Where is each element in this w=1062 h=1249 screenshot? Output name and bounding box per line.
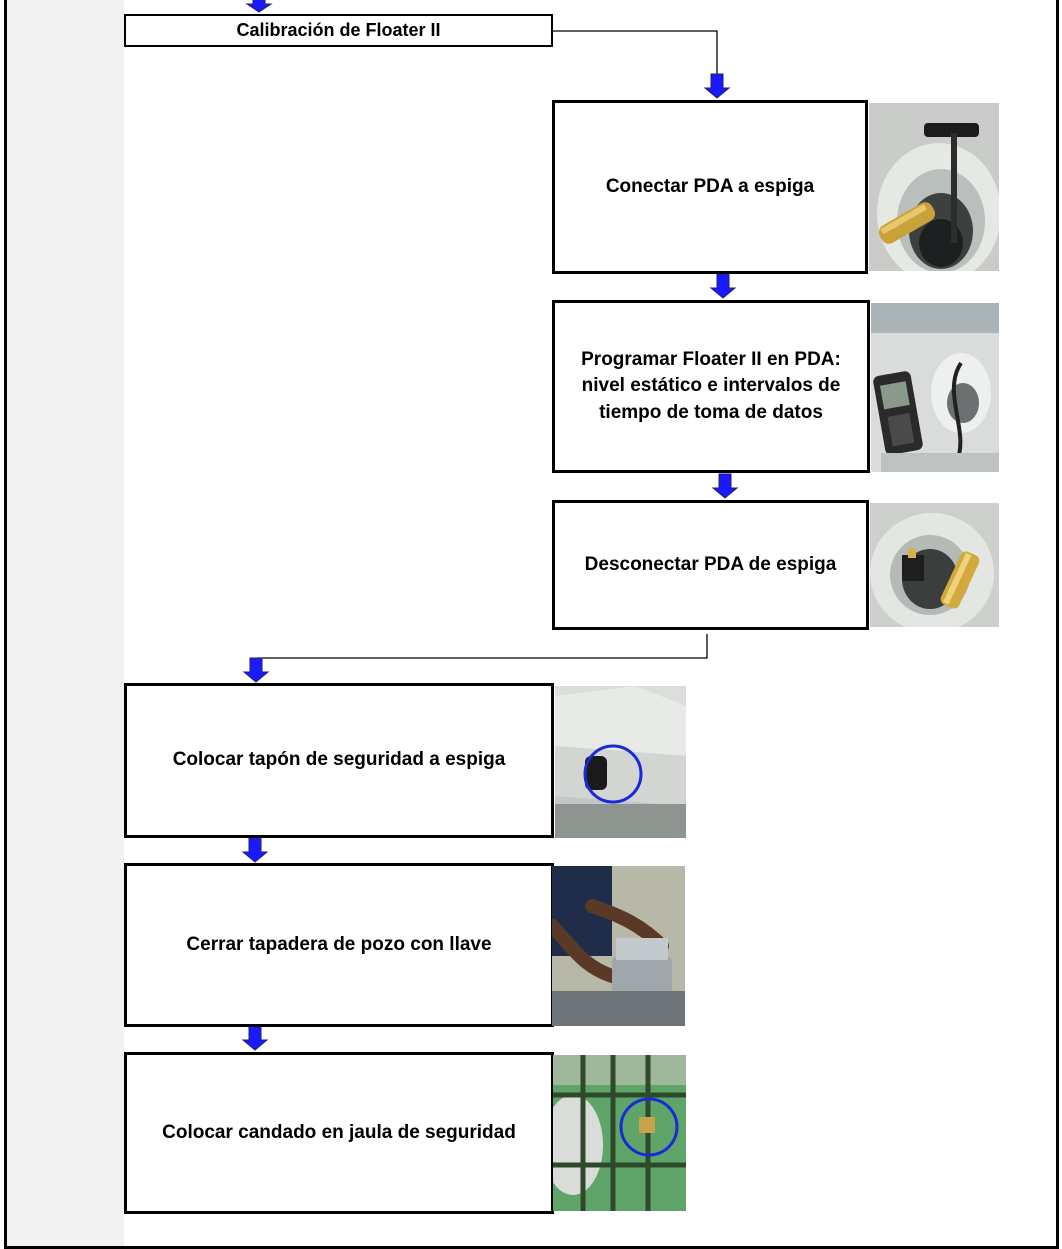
- photo-candado: [553, 1055, 686, 1211]
- flow-arrows: [241, 0, 739, 1051]
- left-margin-panel: [7, 0, 124, 1246]
- step-label: Calibración de Floater II: [236, 20, 441, 41]
- arrow-down-icon: [241, 837, 269, 863]
- arrow-down-icon: [711, 473, 739, 499]
- step-label: Programar Floater II en PDA: nivel estát…: [581, 349, 841, 423]
- highlight-circle: [619, 1097, 679, 1157]
- connector-line-desconectar-tapon: [257, 634, 708, 660]
- step-label: Colocar candado en jaula de seguridad: [162, 1121, 516, 1143]
- step-label: Colocar tapón de seguridad a espiga: [172, 749, 506, 771]
- photo-tapon: [555, 686, 686, 838]
- photo-desconectar: [870, 503, 999, 627]
- arrow-down-icon: [709, 273, 737, 299]
- arrow-down-icon: [241, 1025, 269, 1051]
- highlight-circle: [583, 744, 643, 804]
- step-desconectar: Desconectar PDA de espiga: [552, 500, 869, 630]
- photo-programar: [871, 303, 999, 472]
- step-tapon: Colocar tapón de seguridad a espiga: [124, 683, 554, 838]
- step-candado: Colocar candado en jaula de seguridad: [124, 1052, 554, 1214]
- page-frame: [4, 0, 1059, 1249]
- step-calibracion: Calibración de Floater II: [124, 14, 553, 47]
- arrow-down-icon: [242, 657, 270, 683]
- arrow-down-icon: [245, 0, 273, 13]
- step-label: Cerrar tapadera de pozo con llave: [186, 933, 492, 955]
- step-cerrar: Cerrar tapadera de pozo con llave: [124, 863, 554, 1027]
- connector-line-calibracion-conectar: [552, 30, 718, 74]
- step-label: Desconectar PDA de espiga: [584, 553, 837, 575]
- step-label: Conectar PDA a espiga: [605, 175, 815, 197]
- step-programar: Programar Floater II en PDA: nivel estát…: [552, 300, 870, 473]
- arrow-down-icon: [703, 73, 731, 99]
- photo-cerrar: [552, 866, 685, 1026]
- step-conectar: Conectar PDA a espiga: [552, 100, 868, 274]
- photo-conectar: [869, 103, 999, 271]
